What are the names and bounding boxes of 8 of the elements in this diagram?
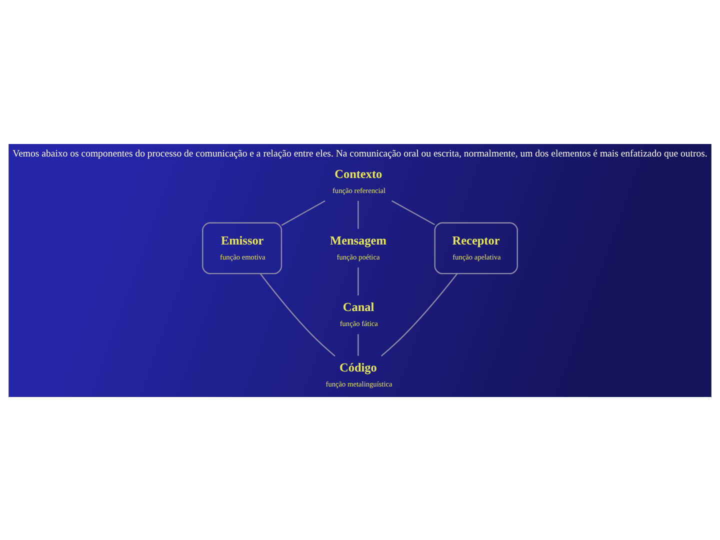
diagram-title: Vemos abaixo os componentes do processo de comunicação e a relação entre eles. Na comunicação oral ou escrita, normalmente, um dos elementos é mais enfatizado que outros. xyxy=(12,148,708,160)
connector xyxy=(260,272,336,356)
connector xyxy=(358,267,359,295)
connector xyxy=(358,334,359,356)
connector xyxy=(281,200,326,226)
connector xyxy=(358,200,359,228)
connector xyxy=(380,272,458,356)
connector xyxy=(392,200,435,225)
